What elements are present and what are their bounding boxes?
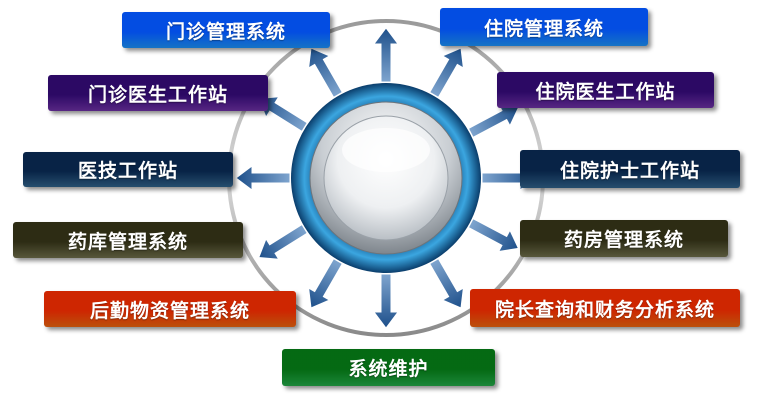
node-outpatient-management[interactable]: 门诊管理系统 bbox=[122, 12, 330, 48]
node-inpatient-nurse-station[interactable]: 住院护士工作站 bbox=[520, 150, 740, 188]
node-director-finance-analysis[interactable]: 院长查询和财务分析系统 bbox=[470, 289, 740, 327]
arrow-up-right-icon bbox=[428, 47, 465, 99]
arrow-left-upper-icon bbox=[258, 96, 308, 133]
arrow-down-icon bbox=[373, 273, 399, 329]
node-inpatient-doctor-station[interactable]: 住院医生工作站 bbox=[497, 72, 714, 108]
arrow-left-icon bbox=[235, 165, 291, 191]
arrow-right-upper-icon bbox=[467, 103, 520, 139]
arrow-up-left-icon bbox=[307, 47, 344, 99]
node-medical-tech-station[interactable]: 医技工作站 bbox=[23, 152, 233, 187]
arrow-left-lower-icon bbox=[258, 223, 308, 260]
arrow-right-lower-icon bbox=[467, 217, 520, 253]
center-hub bbox=[291, 83, 481, 273]
node-inpatient-management[interactable]: 住院管理系统 bbox=[440, 8, 648, 46]
node-pharmacy-management[interactable]: 药房管理系统 bbox=[520, 220, 728, 257]
arrow-down-left-icon bbox=[307, 257, 344, 309]
arrow-down-right-icon bbox=[428, 257, 465, 309]
node-pharmacy-warehouse-management[interactable]: 药库管理系统 bbox=[13, 222, 243, 258]
node-outpatient-doctor-station[interactable]: 门诊医生工作站 bbox=[48, 75, 268, 111]
hub-highlight bbox=[342, 128, 430, 172]
node-logistics-materials-management[interactable]: 后勤物资管理系统 bbox=[44, 291, 296, 327]
node-system-maintenance[interactable]: 系统维护 bbox=[282, 349, 495, 386]
arrow-up-icon bbox=[373, 27, 399, 83]
